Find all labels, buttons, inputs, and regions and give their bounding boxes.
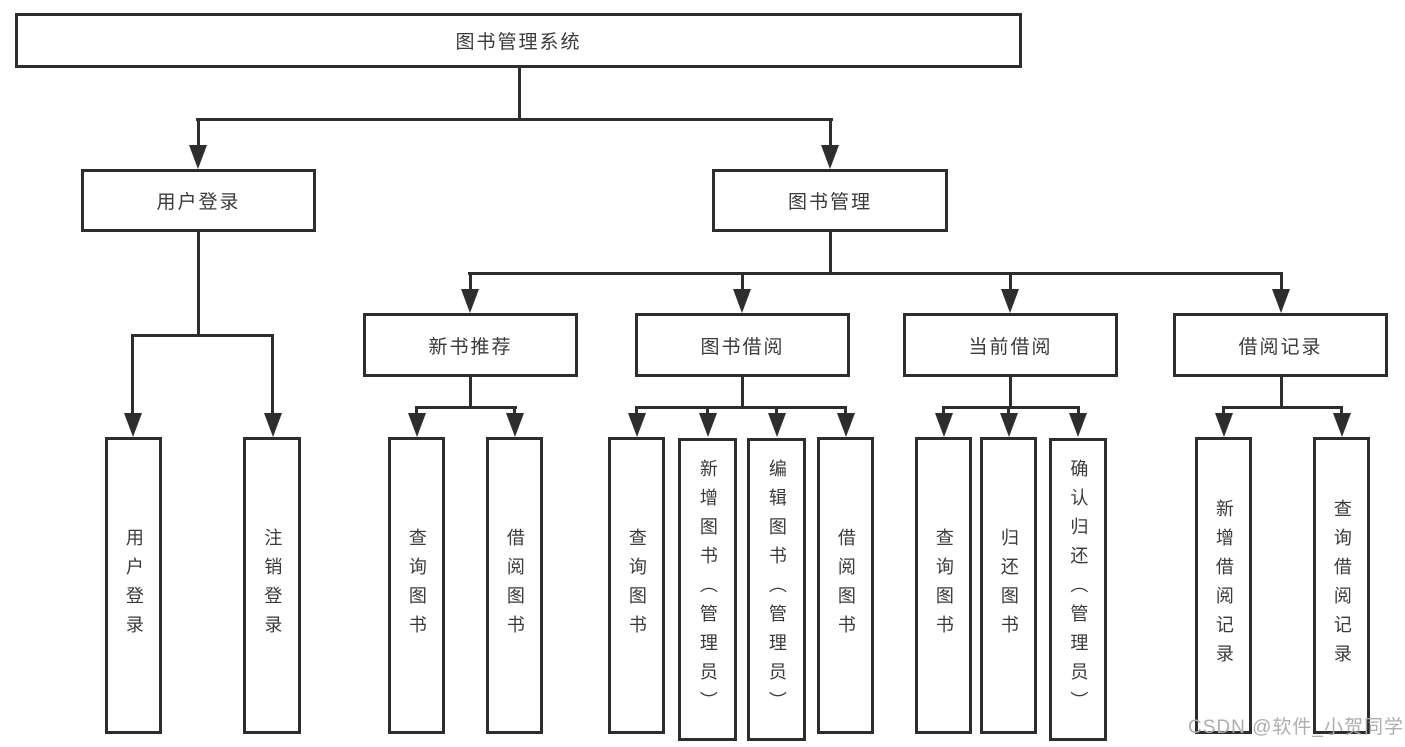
connector-line [1008,272,1012,292]
node-leaf-bw-add-books-admin: 新增图书（管理员） [678,438,737,741]
arrowhead-down-icon [263,413,282,437]
connector-line [942,406,945,416]
node-leaf-nb-borrow-books-label: 借阅图书 [504,527,525,644]
arrowhead-down-icon [407,413,426,437]
node-leaf-bw-add-books-admin-label: 新增图书（管理员） [697,459,718,720]
node-book-borrow: 图书借阅 [635,313,850,377]
connector-line [196,118,200,150]
connector-line [1007,406,1010,416]
connector-line [942,406,1080,409]
node-leaf-logout-label: 注销登录 [262,527,283,644]
connector-line [828,118,832,150]
node-root-label: 图书管理系统 [455,32,582,53]
arrowhead-down-icon [123,413,142,437]
node-leaf-rc-query-record-label: 查询借阅记录 [1331,498,1352,673]
node-leaf-bw-edit-books-admin: 编辑图书（管理员） [747,438,806,741]
node-book-management-label: 图书管理 [787,192,872,213]
arrowhead-down-icon [1069,413,1087,437]
connector-line [196,232,200,337]
connector-line [415,406,418,416]
node-current-borrow: 当前借阅 [903,313,1118,377]
arrowhead-down-icon [821,145,839,169]
arrowhead-down-icon [1272,289,1290,313]
node-borrow-records-label: 借阅记录 [1238,336,1323,358]
node-new-book-recommend: 新书推荐 [363,313,578,377]
connector-line [1008,377,1012,409]
arrowhead-down-icon [1332,413,1351,437]
connector-line [196,118,833,121]
connector-line [469,377,472,409]
node-book-borrow-label: 图书借阅 [700,336,785,358]
node-leaf-cu-confirm-return-admin-label: 确认归还（管理员） [1068,459,1089,720]
node-leaf-cu-return-books: 归还图书 [980,437,1037,734]
arrowhead-down-icon [999,413,1018,437]
arrowhead-down-icon [189,145,207,169]
node-leaf-cu-return-books-label: 归还图书 [998,527,1019,644]
connector-line [518,68,521,118]
connector-line [1222,406,1343,409]
node-current-borrow-label: 当前借阅 [968,336,1053,358]
connector-line [635,406,638,416]
node-leaf-logout: 注销登录 [243,437,301,734]
csdn-watermark: CSDN @软件_小贺同学 [1188,717,1404,738]
node-leaf-cu-confirm-return-admin: 确认归还（管理员） [1049,438,1107,741]
connector-line [1279,272,1283,292]
connector-line [775,406,778,416]
node-leaf-cu-query-books: 查询图书 [915,437,972,734]
connector-line [1340,406,1343,416]
connector-line [1279,377,1283,409]
node-leaf-cu-query-books-label: 查询图书 [933,527,954,644]
connector-line [1222,406,1225,416]
node-leaf-user-login-label: 用户登录 [123,527,144,644]
node-leaf-bw-query-books-label: 查询图书 [626,527,647,644]
node-user-login-label: 用户登录 [156,192,241,213]
node-user-login: 用户登录 [81,169,316,232]
connector-line [131,334,274,337]
connector-line [513,406,516,416]
connector-line [468,272,1283,275]
node-leaf-nb-query-books: 查询图书 [388,437,445,734]
node-leaf-rc-add-record: 新增借阅记录 [1195,437,1252,734]
node-leaf-rc-query-record: 查询借阅记录 [1313,437,1370,734]
arrowhead-down-icon [836,413,855,437]
node-book-management: 图书管理 [712,169,948,232]
arrowhead-down-icon [627,413,646,437]
node-new-book-recommend-label: 新书推荐 [428,336,513,358]
node-leaf-rc-add-record-label: 新增借阅记录 [1213,498,1234,673]
arrowhead-down-icon [505,413,524,437]
connector-line [740,272,744,292]
node-leaf-nb-borrow-books: 借阅图书 [486,437,543,734]
arrowhead-down-icon [461,289,479,313]
arrowhead-down-icon [698,413,717,437]
connector-line [271,334,274,414]
node-borrow-records: 借阅记录 [1173,313,1388,377]
node-root: 图书管理系统 [15,13,1022,68]
node-leaf-user-login: 用户登录 [105,437,162,734]
arrowhead-down-icon [767,413,786,437]
node-leaf-nb-query-books-label: 查询图书 [406,527,427,644]
arrowhead-down-icon [733,289,751,313]
node-leaf-bw-edit-books-admin-label: 编辑图书（管理员） [766,459,787,720]
arrowhead-down-icon [934,413,953,437]
connector-line [635,406,847,409]
arrowhead-down-icon [1214,413,1233,437]
connector-line [706,406,709,416]
arrowhead-down-icon [1001,289,1019,313]
connector-line [468,272,472,292]
connector-line [844,406,847,416]
connector-line [131,334,134,414]
node-leaf-bw-query-books: 查询图书 [608,437,665,734]
connector-line [1076,406,1080,416]
connector-line [740,377,744,409]
node-leaf-bw-borrow-books-label: 借阅图书 [835,527,856,644]
connector-line [828,232,832,274]
node-leaf-bw-borrow-books: 借阅图书 [817,437,874,734]
connector-line [415,406,517,409]
